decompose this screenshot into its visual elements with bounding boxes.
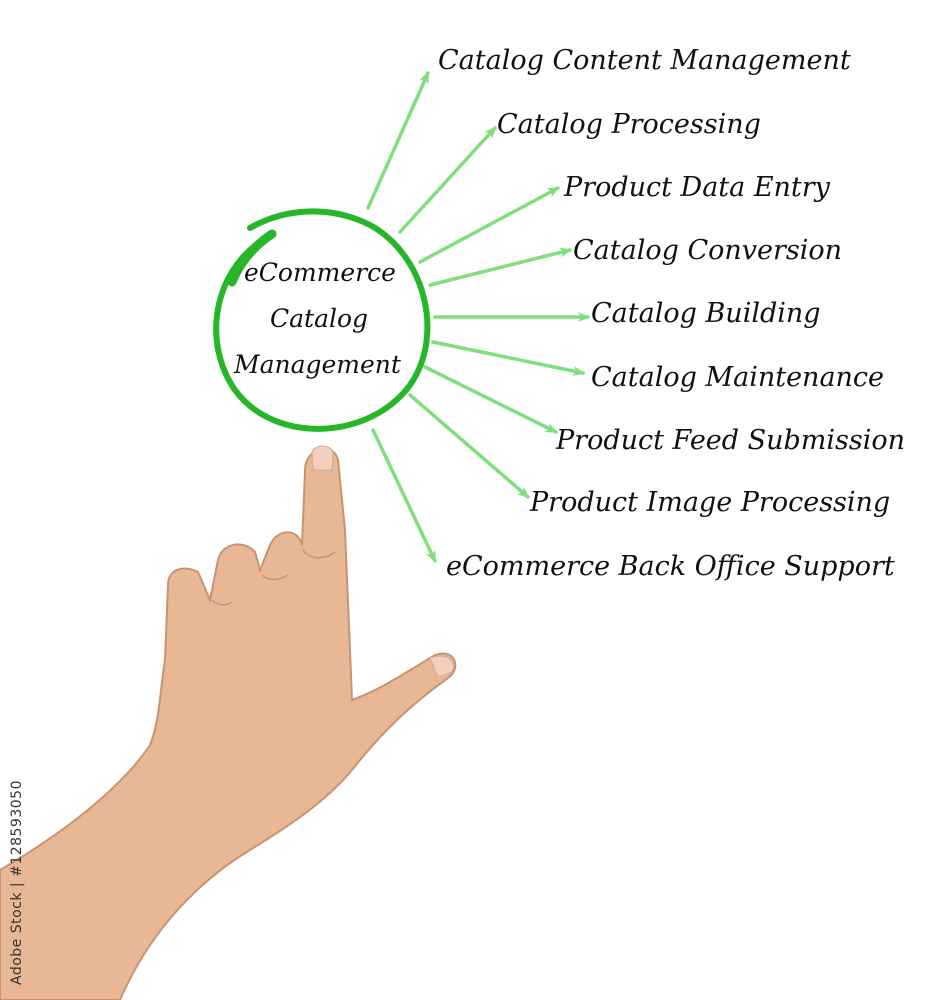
branch-label-7: Product Feed Submission [556, 425, 906, 456]
branch-label-5: Catalog Building [591, 298, 821, 329]
arrow-3 [418, 186, 560, 264]
branch-label-6: Catalog Maintenance [591, 362, 885, 393]
branch-label-4: Catalog Conversion [573, 235, 843, 266]
arrow-4 [428, 247, 572, 287]
arrow-9 [371, 428, 437, 563]
center-circle-ring [213, 208, 431, 432]
arrow-2 [398, 126, 497, 234]
arrow-7 [423, 365, 558, 434]
center-circle-stroke-start [227, 229, 277, 287]
fingernail [311, 445, 334, 471]
center-circle [213, 208, 431, 432]
arrows-group [366, 71, 590, 563]
stock-watermark: Adobe Stock | #128593050 [6, 765, 28, 985]
watermark-text: Adobe Stock | #128593050 [9, 780, 25, 985]
center-label-line-3: Management [234, 350, 401, 379]
branch-label-3: Product Data Entry [564, 172, 830, 203]
knuckle-crease [211, 549, 336, 606]
center-label-line-2: Catalog [270, 304, 369, 333]
center-label-line-1: eCommerce [244, 258, 396, 287]
arrow-8 [408, 393, 530, 499]
branch-label-2: Catalog Processing [497, 109, 761, 140]
arrow-1 [366, 71, 430, 210]
arrow-6 [431, 340, 585, 376]
branch-label-1: Catalog Content Management [438, 45, 851, 76]
hand-palm [0, 447, 457, 1000]
branch-label-8: Product Image Processing [530, 487, 891, 518]
branch-label-9: eCommerce Back Office Support [446, 551, 895, 582]
pointing-hand-image [0, 445, 457, 1000]
thumbnail [429, 655, 454, 678]
